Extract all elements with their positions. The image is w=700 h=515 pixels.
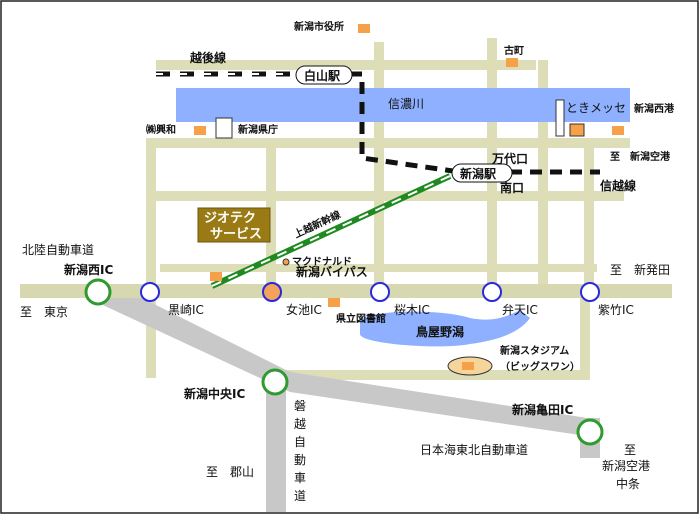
ic-nishi-circle[interactable] bbox=[84, 278, 112, 306]
hokuriku-expressway bbox=[92, 286, 600, 438]
niigata-station-label: 新潟駅 bbox=[460, 166, 497, 181]
airport-se-label-1: 至 bbox=[624, 443, 636, 457]
company-label-box bbox=[197, 207, 271, 243]
ic-meike-label: 女池IC bbox=[286, 302, 322, 317]
bandai-expressway bbox=[266, 380, 286, 512]
mcdonalds-marker bbox=[282, 258, 290, 266]
shinkansen-line-inner bbox=[211, 175, 451, 287]
kowa-marker bbox=[194, 126, 206, 135]
bandai-expressway-char-4: 動 bbox=[294, 453, 306, 467]
ic-meike-circle[interactable] bbox=[262, 282, 282, 302]
road-left-vertical bbox=[146, 138, 156, 378]
ic-chuo-label: 新潟中央IC bbox=[184, 386, 245, 401]
library-label: 県立図書館 bbox=[336, 312, 386, 325]
ic-sakuragi-circle[interactable] bbox=[370, 282, 390, 302]
toyano-lake bbox=[360, 310, 530, 347]
ic-kameda-circle[interactable] bbox=[576, 418, 604, 446]
road-east-vertical bbox=[584, 138, 594, 294]
road-lower-horizontal bbox=[285, 370, 585, 380]
tokyo-label: 至 東京 bbox=[20, 305, 68, 319]
ic-benten-label: 弁天IC bbox=[502, 302, 538, 317]
airport-se-label-3: 中条 bbox=[616, 476, 640, 491]
road-far-right-vertical bbox=[538, 60, 548, 296]
bandai-expressway-char-2: 越 bbox=[294, 417, 306, 431]
city-hall-label: 新潟市役所 bbox=[294, 20, 344, 33]
stadium-label-line2: （ビッグスワン） bbox=[500, 360, 580, 373]
etsugo-line-east bbox=[350, 71, 461, 175]
nihonkai-expressway-label: 日本海東北自動車道 bbox=[420, 442, 528, 457]
niigata-bypass bbox=[20, 284, 672, 298]
railways bbox=[156, 71, 600, 289]
road-stadium-vertical bbox=[580, 296, 590, 380]
stadium-inner-icon bbox=[462, 362, 474, 370]
shinetsu-line-label: 信越線 bbox=[600, 178, 636, 193]
hakusan-station-label: 白山駅 bbox=[304, 68, 341, 83]
bandai-expressway-char-3: 自 bbox=[294, 435, 306, 449]
niigata-station-badge bbox=[451, 163, 513, 183]
mcdonalds-label: マクドナルド bbox=[292, 256, 352, 268]
geotech-office-marker bbox=[210, 272, 222, 281]
ic-nishi-label: 新潟西IC bbox=[64, 262, 113, 277]
shinano-river bbox=[176, 88, 630, 122]
kowa-label: ㈱興和 bbox=[146, 123, 176, 136]
ic-kameda-label: 新潟亀田IC bbox=[512, 402, 573, 417]
bandaiguchi-label: 万代口 bbox=[491, 151, 528, 166]
company-name-line1: ジオテク bbox=[204, 211, 256, 226]
hakusan-station-badge bbox=[295, 65, 353, 85]
ic-shichiku-circle[interactable] bbox=[580, 282, 600, 302]
ic-kurosaki-circle[interactable] bbox=[140, 282, 160, 302]
furumachi-label: 古町 bbox=[504, 44, 524, 57]
niigata-west-port-label: 新潟西港 bbox=[634, 102, 675, 115]
ic-benten-circle[interactable] bbox=[482, 282, 502, 302]
bandai-expressway-char-1: 磐 bbox=[294, 399, 306, 413]
landmark-markers bbox=[194, 24, 624, 307]
prefecture-office-icon bbox=[215, 117, 233, 139]
city-hall-marker bbox=[358, 24, 370, 33]
road-prefecture-horizontal bbox=[146, 138, 630, 148]
etsugo-line-label: 越後線 bbox=[189, 50, 226, 65]
prefecture-office-label: 新潟県庁 bbox=[238, 123, 278, 136]
furumachi-marker bbox=[506, 58, 518, 67]
koriyama-label: 至 郡山 bbox=[206, 465, 254, 479]
airport-east-label: 至 新潟空港 bbox=[610, 150, 671, 163]
tokimesse-tower-icon bbox=[555, 99, 565, 137]
stadium-label-line1: 新潟スタジアム bbox=[500, 344, 569, 357]
west-port-marker bbox=[612, 126, 624, 135]
company-name-line2: サービス bbox=[210, 226, 262, 242]
tokimesse-label: ときメッセ bbox=[566, 101, 626, 115]
lake-label: 鳥屋野潟 bbox=[416, 324, 464, 339]
minamiguchi-label: 南口 bbox=[500, 180, 524, 195]
road-mid-horizontal bbox=[146, 191, 624, 201]
road-upper-horizontal bbox=[156, 60, 536, 70]
airport-se-label-2: 新潟空港 bbox=[602, 458, 650, 473]
library-marker bbox=[328, 298, 340, 307]
ic-chuo-circle[interactable] bbox=[261, 368, 289, 396]
bandai-expressway-char-6: 道 bbox=[294, 489, 306, 503]
river-label: 信濃川 bbox=[388, 97, 424, 111]
shinhotta-label: 至 新発田 bbox=[610, 262, 670, 277]
tokimesse-hall-icon bbox=[569, 123, 585, 137]
bandai-expressway-char-5: 車 bbox=[294, 471, 306, 485]
ic-shichiku-label: 紫竹IC bbox=[598, 303, 634, 317]
road-mid-left-vertical bbox=[266, 138, 276, 288]
interchanges bbox=[84, 278, 604, 446]
ic-sakuragi-label: 桜木IC bbox=[394, 303, 430, 317]
hokuriku-expressway-label: 北陸自動車道 bbox=[22, 243, 94, 257]
road-center-vertical bbox=[374, 42, 384, 292]
bypass-label: 新潟バイパス bbox=[296, 264, 368, 279]
ic-kurosaki-label: 黒崎IC bbox=[168, 303, 204, 317]
